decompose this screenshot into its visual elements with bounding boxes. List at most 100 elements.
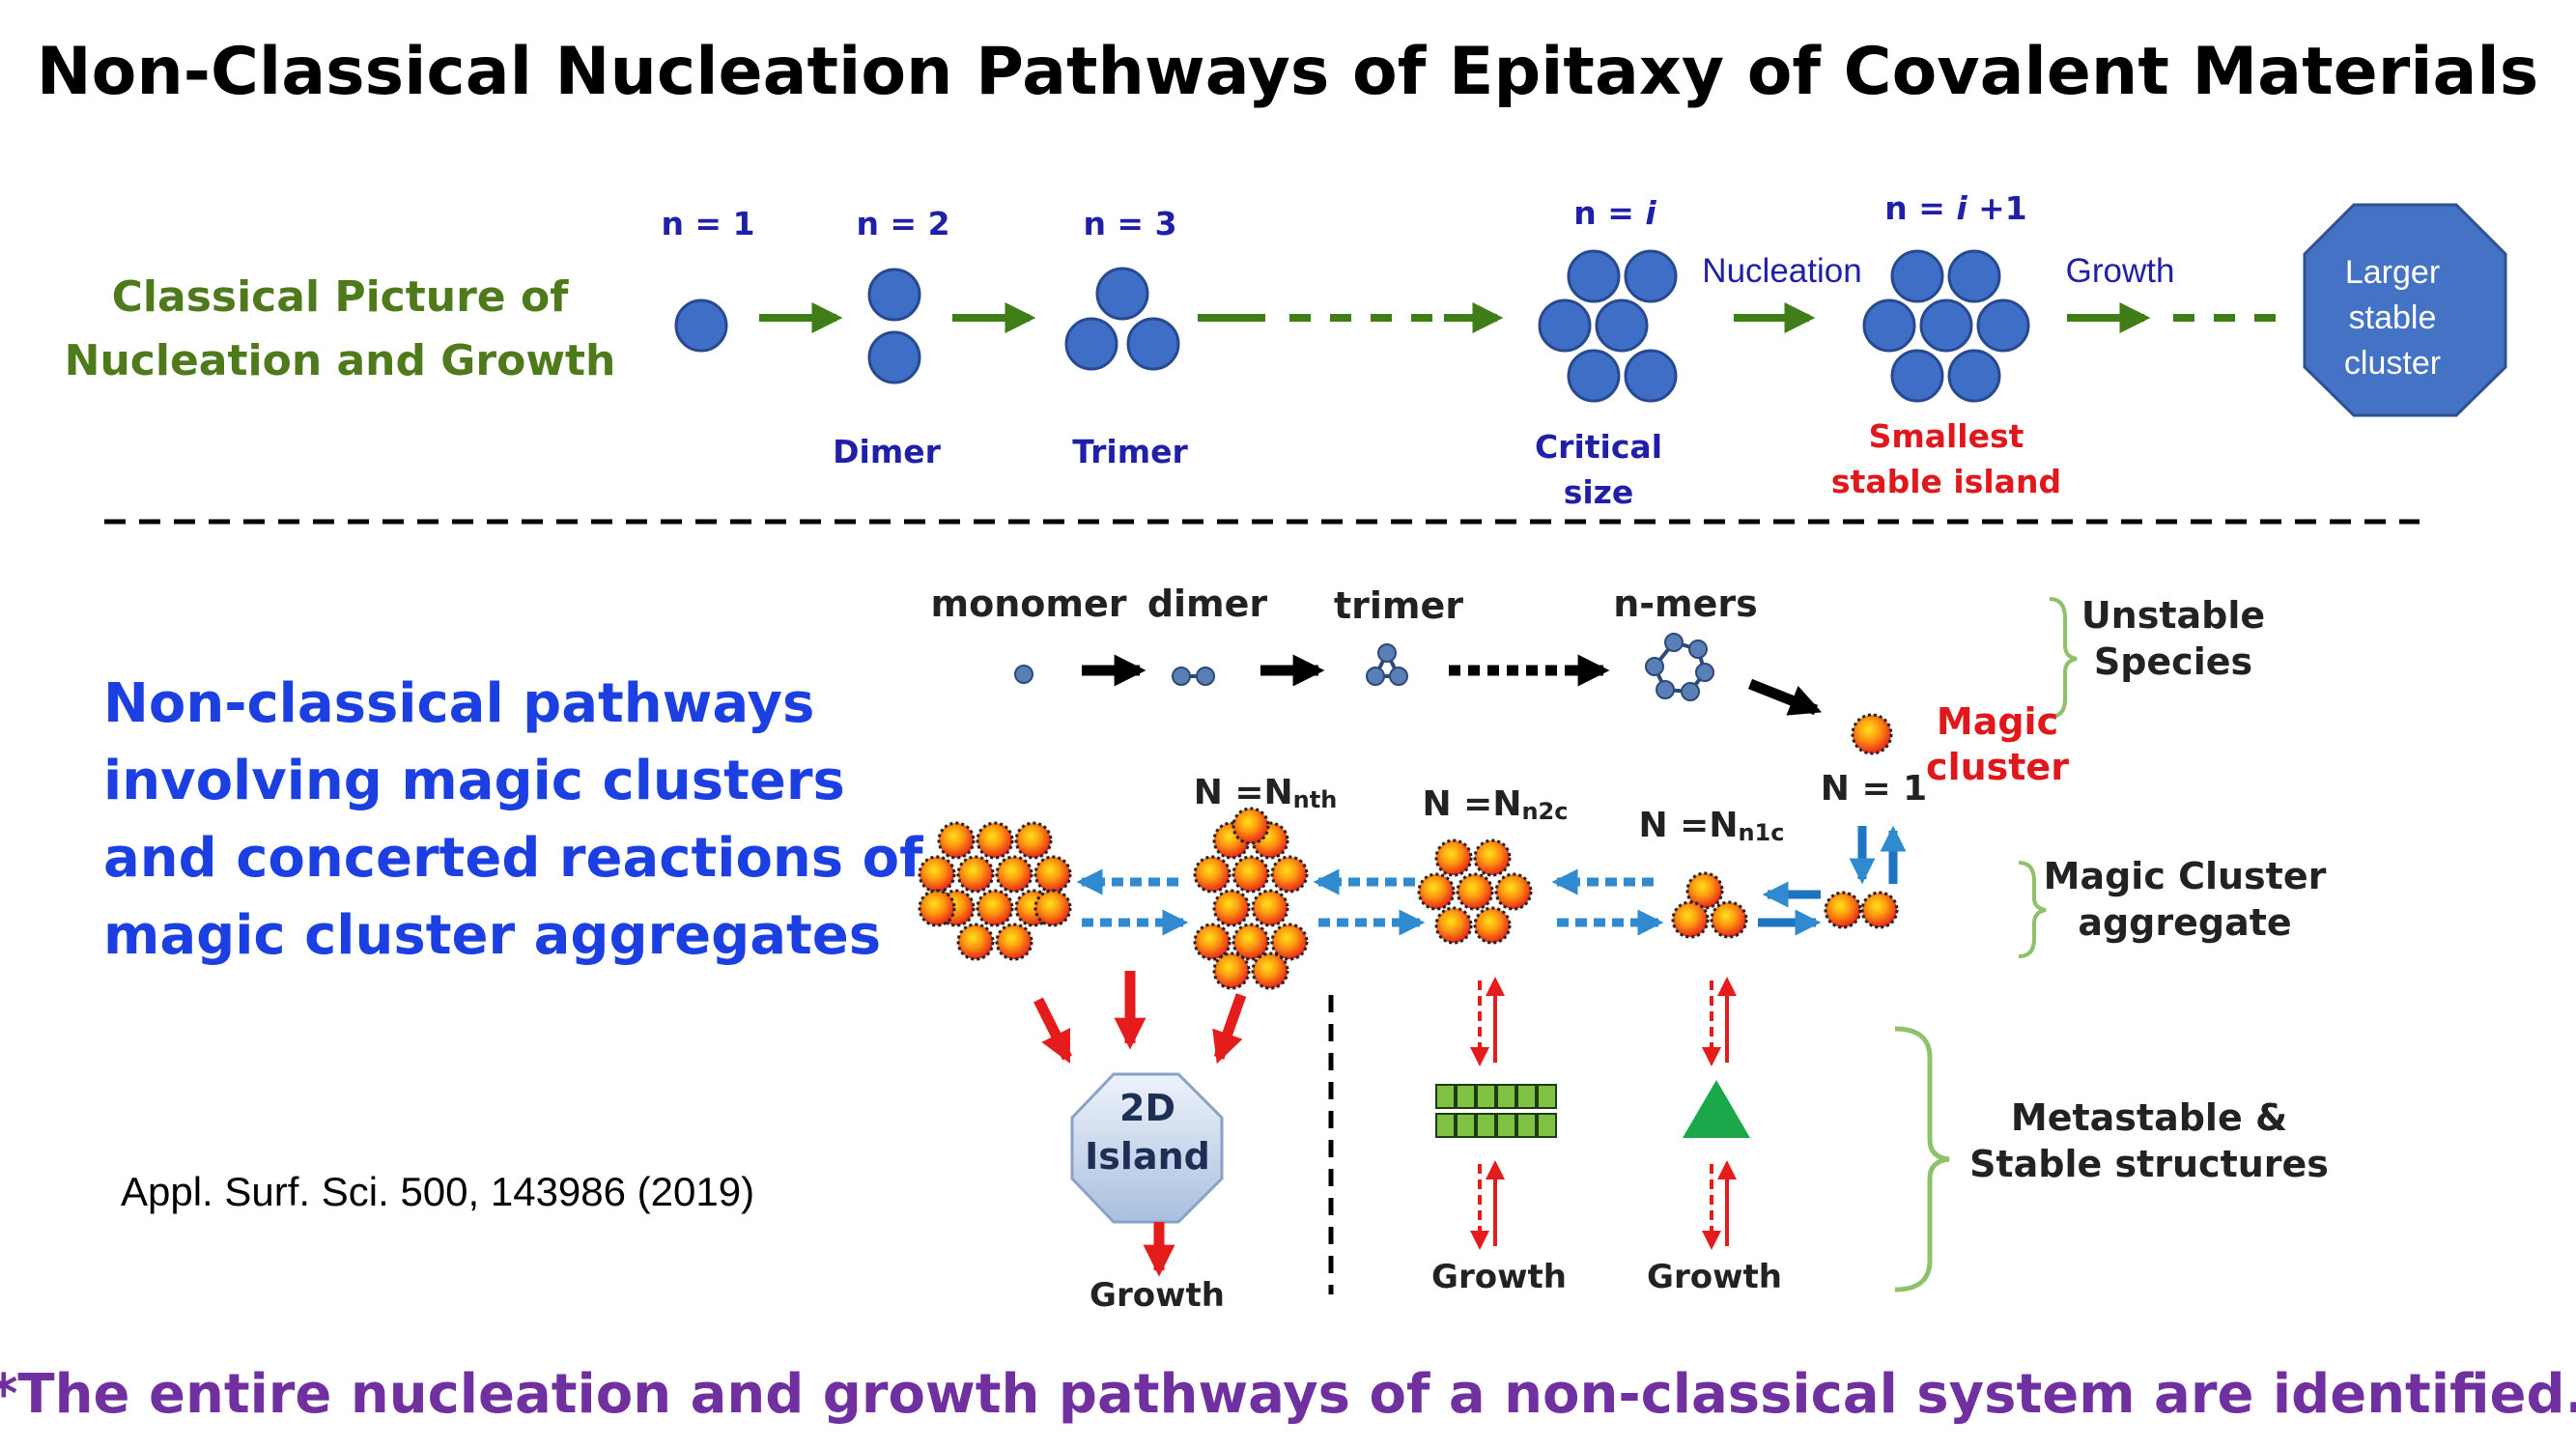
magic-cluster-ball bbox=[1270, 855, 1309, 894]
classical-trimer bbox=[1064, 267, 1180, 371]
larger-line2: stable bbox=[2349, 299, 2437, 336]
dimer-label: Dimer bbox=[833, 433, 941, 470]
growth-mid-label: Growth bbox=[1431, 1258, 1567, 1296]
aggregate-line2: aggregate bbox=[2078, 901, 2291, 944]
monomer-dot bbox=[1014, 665, 1033, 684]
aggregate-line1: Magic Cluster bbox=[2044, 855, 2327, 897]
grid-cell bbox=[1456, 1113, 1476, 1138]
classical-heading-line1: Classical Picture of bbox=[112, 272, 570, 322]
2d-island-octagon bbox=[1070, 1072, 1224, 1224]
magic-cluster-ball bbox=[1231, 923, 1270, 961]
magic-cluster-ball bbox=[995, 923, 1033, 961]
magic-cluster-pair bbox=[1824, 891, 1899, 929]
grid-cell bbox=[1435, 1113, 1456, 1138]
dimer-molecule bbox=[1172, 667, 1215, 686]
nucleation-label: Nucleation bbox=[1702, 252, 1861, 290]
growth-island-label: Growth bbox=[1090, 1276, 1225, 1315]
magic-cluster-ball bbox=[1251, 952, 1289, 990]
magic-cluster-ball bbox=[1494, 872, 1533, 911]
label-n3: n = 3 bbox=[1083, 205, 1176, 242]
unstable-species-row: monomer dimer trimer n-mers bbox=[931, 582, 1823, 716]
magic-cluster-ball bbox=[1434, 838, 1473, 877]
island-line2: Island bbox=[1085, 1135, 1210, 1178]
magic-cluster-ball bbox=[976, 821, 1014, 860]
magic-cluster-ball bbox=[956, 855, 995, 894]
magic-cluster-ball bbox=[1710, 900, 1748, 939]
magic-cluster-ball bbox=[1434, 906, 1473, 945]
label-ni: n = i bbox=[1573, 194, 1656, 232]
critical-cluster bbox=[1538, 249, 1678, 403]
label-ni-plus-1: n = i +1 bbox=[1884, 189, 2027, 227]
metastable-line2: Stable structures bbox=[1969, 1143, 2329, 1185]
nmer-ring bbox=[1645, 633, 1714, 701]
trimer-label-scheme: trimer bbox=[1334, 584, 1463, 627]
bracket-metastable bbox=[1894, 1026, 1950, 1293]
magic-cluster-ball bbox=[918, 855, 956, 894]
magic-cluster-ball bbox=[1212, 889, 1251, 927]
magic-cluster-ball bbox=[1014, 821, 1053, 860]
trimer-label: Trimer bbox=[1072, 433, 1188, 470]
grid-cell bbox=[1537, 1084, 1557, 1109]
magic-cluster-ball bbox=[1417, 872, 1456, 911]
n1c-aggregate bbox=[1671, 871, 1748, 939]
growth-right-label: Growth bbox=[1647, 1258, 1782, 1296]
red-bidirectional-arrows bbox=[1470, 977, 1737, 1250]
black-arrow-4 bbox=[1747, 678, 1823, 716]
magic-cluster-ball bbox=[1473, 838, 1512, 877]
bracket-unstable bbox=[2049, 597, 2078, 719]
grid-cell bbox=[1516, 1084, 1537, 1109]
larger-line1: Larger bbox=[2345, 254, 2440, 291]
label-n1: n = 1 bbox=[661, 205, 754, 242]
monomer-label: monomer bbox=[931, 582, 1127, 625]
n1c-label: N =Nn1c bbox=[1639, 806, 1785, 846]
metastable-line1: Metastable & bbox=[2011, 1096, 2287, 1139]
unstable-line2: Species bbox=[2094, 640, 2252, 683]
smallest-stable-line1: Smallest bbox=[1869, 417, 2024, 455]
smallest-stable-line2: stable island bbox=[1831, 463, 2061, 500]
grid-cell bbox=[1435, 1084, 1456, 1109]
n-equals-1-label: N = 1 bbox=[1821, 769, 1927, 809]
dimer-label-scheme: dimer bbox=[1147, 582, 1268, 625]
nth-aggregate bbox=[1193, 807, 1309, 990]
grid-cell bbox=[1537, 1113, 1557, 1138]
magic-cluster-ball bbox=[1824, 891, 1862, 929]
magic-cluster-line1: Magic bbox=[1937, 700, 2058, 743]
large-aggregate bbox=[918, 821, 1072, 961]
classical-heading-line2: Nucleation and Growth bbox=[65, 336, 616, 385]
magic-cluster-ball bbox=[1193, 855, 1231, 894]
grid-cell bbox=[1516, 1113, 1537, 1138]
citation: Appl. Surf. Sci. 500, 143986 (2019) bbox=[121, 1169, 754, 1214]
magic-cluster-ball bbox=[1456, 872, 1494, 911]
bracket-aggregate bbox=[2018, 861, 2047, 958]
classical-dimer bbox=[867, 268, 921, 384]
magic-cluster-ball bbox=[976, 889, 1014, 927]
trimer-molecule bbox=[1366, 643, 1408, 686]
unstable-line1: Unstable bbox=[2081, 594, 2265, 637]
nonclassical-heading: Non-classical pathways involving magic c… bbox=[103, 672, 923, 967]
magic-cluster-ball bbox=[1231, 855, 1270, 894]
magic-cluster-ball bbox=[1473, 906, 1512, 945]
island-line1: 2D bbox=[1119, 1087, 1175, 1129]
magic-cluster-ball bbox=[1193, 923, 1231, 961]
magic-cluster-ball bbox=[1033, 855, 1072, 894]
magic-cluster-ball bbox=[1671, 900, 1710, 939]
nmers-label: n-mers bbox=[1613, 582, 1758, 625]
grid-cell bbox=[1456, 1084, 1476, 1109]
grid-cell bbox=[1496, 1084, 1516, 1109]
grid-cell bbox=[1496, 1113, 1516, 1138]
n2c-aggregate bbox=[1417, 838, 1533, 945]
green-triangle-structure bbox=[1683, 1080, 1750, 1138]
magic-cluster-ball bbox=[918, 889, 956, 927]
magic-cluster-ball bbox=[1685, 871, 1724, 910]
footer-statement: *The entire nucleation and growth pathwa… bbox=[0, 1363, 2576, 1426]
grid-cell bbox=[1476, 1084, 1496, 1109]
magic-cluster-ball bbox=[956, 923, 995, 961]
magic-cluster-line2: cluster bbox=[1926, 746, 2069, 788]
magic-cluster-ball bbox=[1212, 952, 1251, 990]
nonclassical-line4: magic cluster aggregates bbox=[103, 904, 881, 967]
magic-cluster-ball bbox=[1860, 891, 1899, 929]
magic-cluster-ball bbox=[995, 855, 1033, 894]
nonclassical-line2: involving magic clusters bbox=[103, 750, 845, 812]
growth-label-classical: Growth bbox=[2066, 252, 2175, 290]
nonclassical-line1: Non-classical pathways bbox=[103, 672, 814, 735]
